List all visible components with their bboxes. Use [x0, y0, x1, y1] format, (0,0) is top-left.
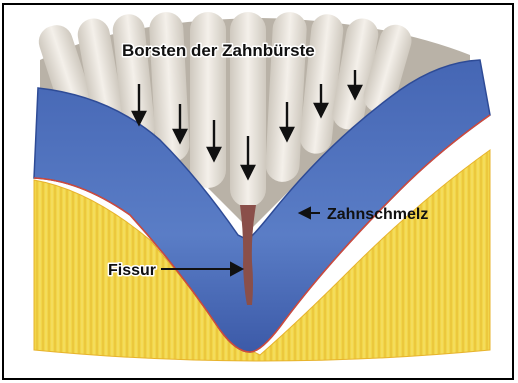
enamel-label: Zahnschmelz: [327, 206, 428, 223]
bristles-label: Borsten der Zahnbürste: [122, 41, 315, 60]
fissure-label: Fissur: [108, 262, 156, 279]
